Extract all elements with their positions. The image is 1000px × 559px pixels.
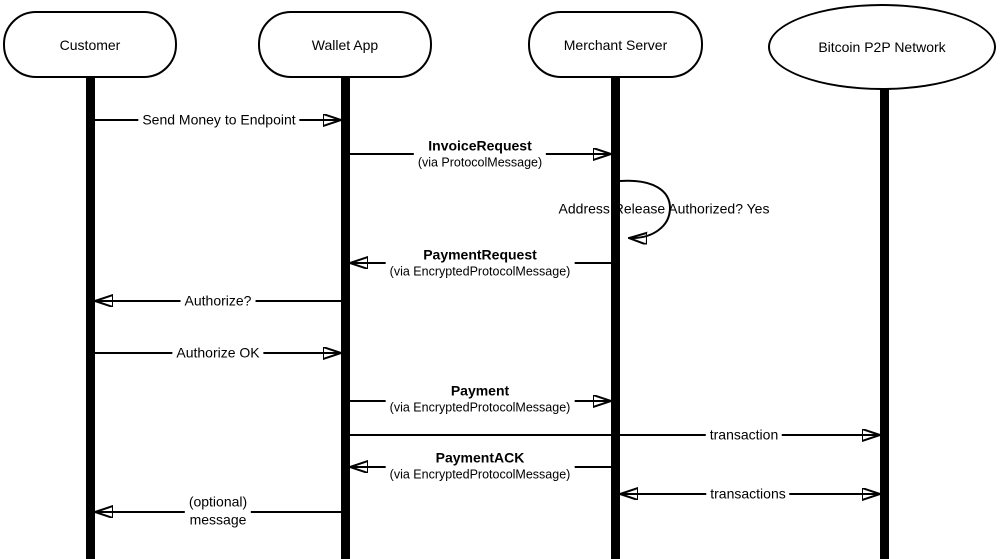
actor-wallet-app-label: Wallet App — [311, 36, 379, 53]
label-payment: Payment (via EncryptedProtocolMessage) — [385, 382, 575, 416]
label-authorize-ok: Authorize OK — [172, 344, 264, 362]
label-payment-title: Payment — [450, 382, 510, 399]
label-payment-request-via: (via EncryptedProtocolMessage) — [389, 263, 571, 278]
lifeline-wallet-app — [341, 76, 350, 559]
label-payment-ack: PaymentACK (via EncryptedProtocolMessage… — [385, 449, 575, 483]
label-payment-request: PaymentRequest (via EncryptedProtocolMes… — [385, 246, 575, 280]
label-optional-line1: (optional) — [188, 493, 248, 510]
label-optional-message: (optional) message — [184, 493, 252, 529]
lifeline-bitcoin-p2p-network — [880, 88, 889, 559]
label-payment-request-title: PaymentRequest — [423, 246, 537, 263]
label-payment-ack-via: (via EncryptedProtocolMessage) — [389, 466, 571, 481]
lifeline-merchant-server — [611, 76, 620, 559]
label-transactions: transactions — [706, 485, 790, 503]
arrow-address-release-self-loop — [619, 179, 672, 238]
actor-bitcoin-p2p-network-label: Bitcoin P2P Network — [818, 39, 946, 55]
actor-wallet-app: Wallet App — [258, 11, 432, 78]
label-payment-via: (via EncryptedProtocolMessage) — [389, 399, 571, 414]
label-invoice-request: InvoiceRequest (via ProtocolMessage) — [413, 137, 547, 171]
label-payment-ack-title: PaymentACK — [435, 449, 525, 466]
label-authorize-question: Authorize? — [180, 292, 256, 310]
actor-merchant-server-label: Merchant Server — [563, 36, 668, 53]
label-send-money-to-endpoint: Send Money to Endpoint — [138, 111, 300, 129]
lifeline-customer — [86, 76, 95, 559]
label-invoice-request-via: (via ProtocolMessage) — [417, 154, 543, 169]
label-optional-line2: message — [189, 511, 247, 527]
actor-customer-label: Customer — [59, 36, 121, 53]
actor-merchant-server: Merchant Server — [528, 11, 703, 78]
actor-customer: Customer — [3, 11, 177, 78]
label-invoice-request-title: InvoiceRequest — [428, 137, 532, 154]
label-address-release-authorized: Address Release Authorized? Yes — [558, 200, 770, 217]
actor-bitcoin-p2p-network: Bitcoin P2P Network — [768, 4, 996, 90]
label-transaction: transaction — [705, 426, 783, 444]
